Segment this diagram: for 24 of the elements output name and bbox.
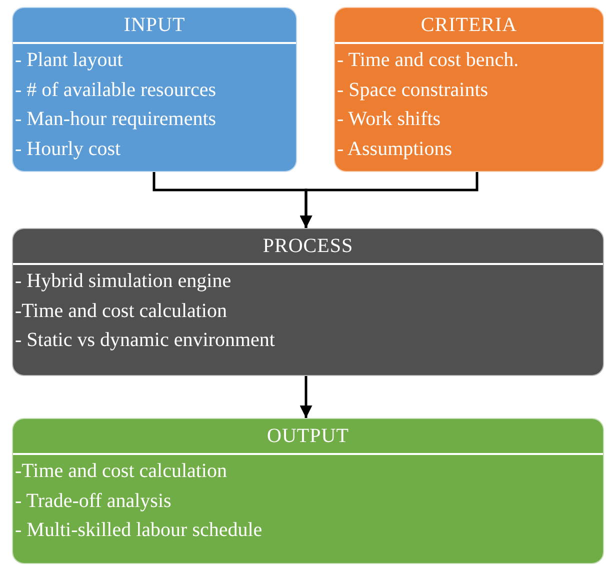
list-item: - Work shifts	[337, 107, 442, 132]
list-item: - Hourly cost	[15, 136, 122, 162]
panel-heading: PROCESS	[13, 229, 603, 265]
arrow	[300, 376, 312, 418]
list-item: - Trade-off analysis	[15, 488, 172, 514]
criteria-panel	[334, 7, 604, 172]
list-item: - Space constraints	[337, 78, 490, 102]
list-item: - # of available resources	[15, 78, 218, 102]
list-item: -Time and cost calculation	[15, 298, 228, 324]
output-panel	[12, 418, 604, 564]
list-item: - Plant layout	[15, 48, 124, 73]
list-item: -Time and cost calculation	[15, 459, 228, 484]
list-item: - Multi-skilled labour schedule	[15, 518, 264, 543]
list-item: - Static vs dynamic environment	[15, 328, 276, 353]
list-item: - Hybrid simulation engine	[15, 269, 232, 294]
list-item: - Man-hour requirements	[15, 107, 218, 132]
process-panel	[12, 228, 604, 376]
panel-heading: INPUT	[13, 8, 296, 44]
arrow	[300, 172, 478, 228]
list-item: - Time and cost bench.	[337, 48, 520, 73]
panel-heading: OUTPUT	[13, 419, 603, 455]
list-item: - Assumptions	[337, 136, 454, 162]
panel-heading: CRITERIA	[335, 8, 603, 44]
input-panel	[12, 7, 297, 172]
